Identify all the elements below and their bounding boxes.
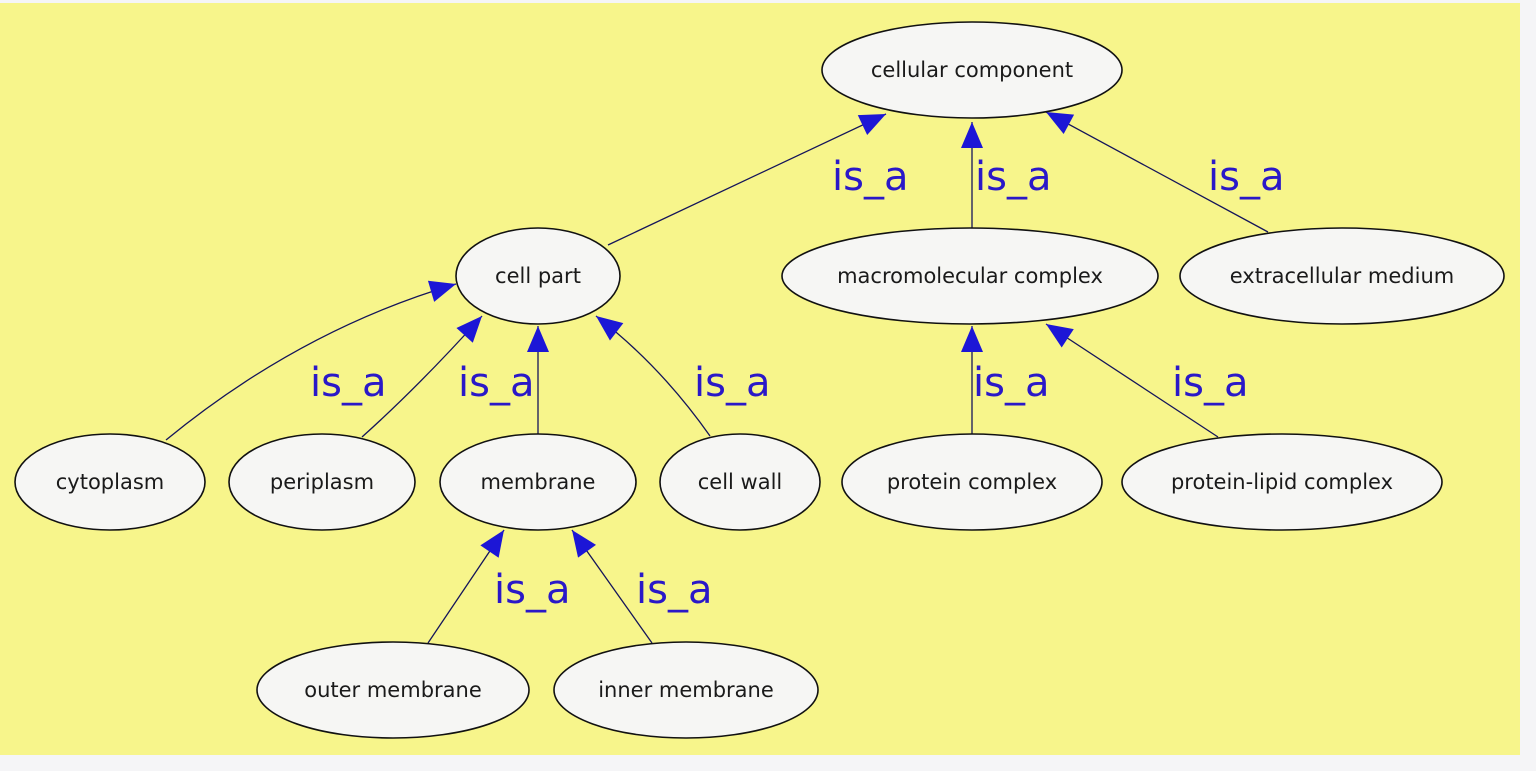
node-protein-complex[interactable]: protein complex — [841, 433, 1103, 531]
arrowhead-icon — [1046, 112, 1075, 135]
edge-label: is_a — [636, 567, 712, 613]
edge-membrane-to-cell-part — [527, 326, 549, 434]
edge-cell-wall-to-cell-part — [595, 315, 711, 437]
diagram-canvas: cellular component cell part macromolecula… — [0, 3, 1520, 755]
node-ellipse[interactable] — [14, 433, 206, 531]
arrowhead-icon — [961, 122, 983, 148]
arrowhead-icon — [456, 316, 482, 343]
node-label: protein complex — [887, 470, 1057, 494]
edge-label: is_a — [975, 154, 1051, 200]
arrowhead-icon — [1046, 324, 1074, 348]
node-label: cell part — [495, 264, 581, 288]
edge-label: is_a — [1172, 360, 1248, 406]
node-ellipse[interactable] — [1179, 227, 1505, 325]
node-ellipse[interactable] — [228, 433, 416, 531]
edge-cell-part-to-cellular-component — [607, 113, 887, 246]
node-ellipse[interactable] — [1121, 433, 1443, 531]
node-label: extracellular medium — [1230, 264, 1454, 288]
node-label: membrane — [481, 470, 596, 494]
node-ellipse[interactable] — [439, 433, 637, 531]
edge-periplasm-to-cell-part — [361, 315, 483, 438]
node-protein-lipid-complex[interactable]: protein-lipid complex — [1121, 433, 1443, 531]
node-ellipse[interactable] — [455, 227, 621, 325]
node-label: inner membrane — [598, 678, 774, 702]
edge-outer-membrane-to-membrane — [427, 529, 505, 644]
arrowhead-icon — [480, 530, 504, 558]
arrowhead-icon — [857, 114, 886, 136]
node-label: cellular component — [871, 58, 1073, 82]
arrowhead-icon — [572, 530, 597, 558]
node-membrane[interactable]: membrane — [439, 433, 637, 531]
node-label: protein-lipid complex — [1171, 470, 1393, 494]
node-cell-part[interactable]: cell part — [455, 227, 621, 325]
node-periplasm[interactable]: periplasm — [228, 433, 416, 531]
node-inner-membrane[interactable]: inner membrane — [553, 641, 819, 739]
node-macromolecular-complex[interactable]: macromolecular complex — [781, 227, 1159, 325]
edge-protein-complex-to-macromolecular-complex — [961, 326, 983, 434]
node-label: cytoplasm — [56, 470, 165, 494]
edge-line — [607, 113, 887, 246]
node-cytoplasm[interactable]: cytoplasm — [14, 433, 206, 531]
edge-extracellular-medium-to-cellular-component — [1045, 111, 1269, 233]
edge-line — [165, 283, 457, 441]
edge-label: is_a — [694, 360, 770, 406]
edge-line — [1045, 111, 1269, 233]
edge-macromolecular-complex-to-cellular-component — [961, 122, 983, 228]
arrowhead-icon — [527, 326, 549, 352]
node-extracellular-medium[interactable]: extracellular medium — [1179, 227, 1505, 325]
node-ellipse[interactable] — [821, 21, 1123, 119]
node-ellipse[interactable] — [553, 641, 819, 739]
node-cell-wall[interactable]: cell wall — [659, 433, 821, 531]
edge-label: is_a — [494, 567, 570, 613]
edge-inner-membrane-to-membrane — [571, 529, 653, 644]
arrowhead-icon — [961, 326, 983, 352]
arrowhead-icon — [427, 280, 456, 302]
ontology-graph: cellular component cell part macromolecula… — [14, 21, 1505, 739]
edge-label: is_a — [458, 360, 534, 406]
node-label: outer membrane — [304, 678, 482, 702]
node-label: periplasm — [270, 470, 374, 494]
edge-label: is_a — [1208, 154, 1284, 200]
arrowhead-icon — [596, 316, 624, 341]
edge-label: is_a — [310, 360, 386, 406]
node-ellipse[interactable] — [781, 227, 1159, 325]
node-ellipse[interactable] — [256, 641, 530, 739]
node-ellipse[interactable] — [659, 433, 821, 531]
node-ellipse[interactable] — [841, 433, 1103, 531]
edge-line — [1045, 323, 1219, 438]
edge-label: is_a — [832, 154, 908, 200]
node-label: macromolecular complex — [837, 264, 1103, 288]
node-outer-membrane[interactable]: outer membrane — [256, 641, 530, 739]
node-label: cell wall — [698, 470, 783, 494]
edge-label: is_a — [973, 360, 1049, 406]
edge-protein-lipid-complex-to-macromolecular-complex — [1045, 323, 1219, 438]
edge-cytoplasm-to-cell-part — [165, 280, 457, 441]
node-cellular-component[interactable]: cellular component — [821, 21, 1123, 119]
